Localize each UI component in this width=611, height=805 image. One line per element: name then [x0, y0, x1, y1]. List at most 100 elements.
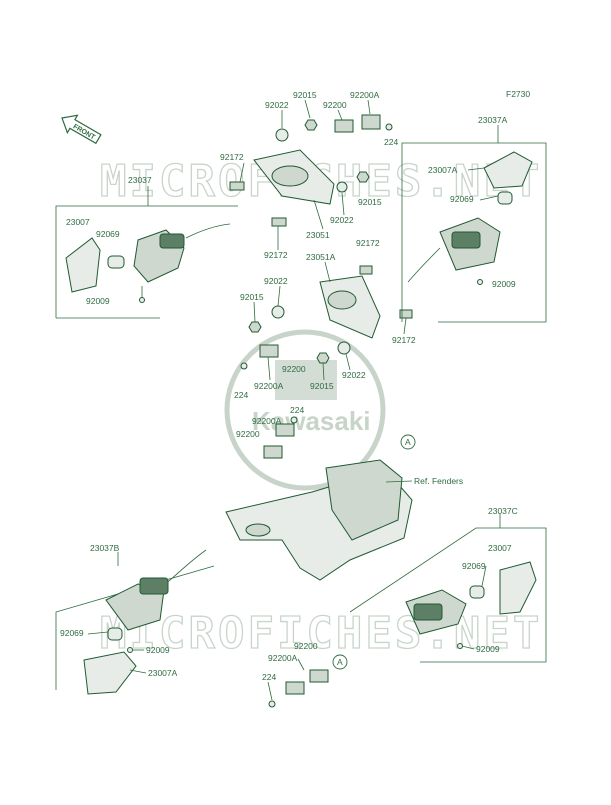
- label-92172-c: 92172: [356, 238, 380, 248]
- screw-92009-b: [477, 279, 483, 285]
- rear-fender-ref: [225, 459, 413, 581]
- clamp-92200-c: [263, 445, 283, 459]
- label-92200a: 92200A: [350, 90, 380, 100]
- label-23037: 23037: [128, 175, 152, 185]
- label-92069-c: 92069: [60, 628, 84, 638]
- label-92009-c: 92009: [146, 645, 170, 655]
- front-arrow-icon: FRONT: [61, 114, 102, 145]
- bolt-92172-c: [359, 265, 373, 275]
- label-92009: 92009: [86, 296, 110, 306]
- label-23007: 23007: [66, 217, 90, 227]
- bolt-92172-a: [229, 181, 245, 191]
- turn-signal-lens-23007-b: [499, 561, 537, 615]
- signal-housing-23037a: [407, 217, 501, 283]
- label-23051: 23051: [306, 230, 330, 240]
- label-92172: 92172: [220, 152, 244, 162]
- bulb-92069-c: [107, 627, 123, 641]
- svg-text:A: A: [337, 657, 343, 667]
- assembly-box-23037a: [401, 125, 547, 323]
- screw-224-c: [290, 416, 298, 424]
- label-92200a-d: 92200A: [268, 653, 298, 663]
- bulb-92069-b: [497, 191, 513, 205]
- screw-224-b: [240, 362, 248, 370]
- screw-92009-a: [139, 286, 145, 303]
- assembly-box-23037: [55, 186, 238, 319]
- bracket-23051: [253, 149, 335, 205]
- label-23037c: 23037C: [488, 506, 518, 516]
- label-92022-d: 92022: [342, 370, 366, 380]
- kawasaki-logo-watermark: Kawasaki: [224, 329, 386, 491]
- screw-224-a: [385, 123, 393, 131]
- washer-92022-c: [271, 305, 285, 319]
- label-23007a-b: 23007A: [148, 668, 178, 678]
- assembly-box-23037c: [349, 514, 547, 663]
- svg-text:MICROFICHES.NET: MICROFICHES.NET: [100, 608, 542, 659]
- washer-92022-a: [275, 128, 289, 142]
- label-92200a-c: 92200A: [252, 416, 282, 426]
- label-92009-b: 92009: [492, 279, 516, 289]
- leader-lines: [87, 99, 499, 701]
- label-23051a: 23051A: [306, 252, 336, 262]
- bracket-23051a: [319, 275, 381, 339]
- screw-92009-d: [457, 643, 463, 649]
- label-23007-b: 23007: [488, 543, 512, 553]
- label-92009-d: 92009: [476, 644, 500, 654]
- label-92200: 92200: [323, 100, 347, 110]
- label-224-c: 224: [290, 405, 304, 415]
- ref-marker-a: A: [400, 434, 416, 450]
- label-92172-b: 92172: [264, 250, 288, 260]
- clamp-92200a-c: [275, 423, 295, 437]
- label-92015-b: 92015: [358, 197, 382, 207]
- svg-text:Kawasaki: Kawasaki: [252, 406, 371, 436]
- watermark-bottom: MICROFICHES.NET: [99, 607, 542, 659]
- nut-92015-d: [316, 352, 330, 364]
- label-92200-b: 92200: [282, 364, 306, 374]
- nut-92015-a: [304, 119, 318, 131]
- signal-housing-23037c: [405, 589, 467, 635]
- label-92069: 92069: [96, 229, 120, 239]
- label-23037b: 23037B: [90, 543, 120, 553]
- ref-fenders-label: Ref. Fenders: [414, 476, 463, 486]
- callouts: 92015 92022 92200 92200A 224 92172 23037…: [60, 90, 518, 682]
- signal-housing-23037: [133, 223, 231, 283]
- label-92069-b: 92069: [450, 194, 474, 204]
- label-92015-c: 92015: [240, 292, 264, 302]
- label-92022: 92022: [265, 100, 289, 110]
- bulb-92069-a: [107, 255, 125, 269]
- clamp-92200a-a: [361, 114, 381, 130]
- bolt-92172-b: [271, 217, 287, 227]
- label-92015-d: 92015: [310, 381, 334, 391]
- ref-leader: [385, 480, 413, 483]
- clamp-92200a-d: [285, 681, 305, 695]
- bulb-92069-d: [469, 585, 485, 599]
- label-92200a-b: 92200A: [254, 381, 284, 391]
- label-23007a: 23007A: [428, 165, 458, 175]
- label-23037a: 23037A: [478, 115, 508, 125]
- label-92069-d: 92069: [462, 561, 486, 571]
- nut-92015-b: [356, 171, 370, 183]
- screw-92009-c: [127, 647, 133, 653]
- turn-signal-lens-23007a-b: [83, 651, 137, 695]
- label-92022-c: 92022: [264, 276, 288, 286]
- turn-signal-lens-23007a: [483, 151, 533, 189]
- washer-92022-d: [337, 341, 351, 355]
- signal-housing-23037b: [105, 549, 207, 631]
- screw-224-d: [268, 700, 276, 708]
- label-92172-d: 92172: [392, 335, 416, 345]
- clamp-92200-d: [309, 669, 329, 683]
- label-92022-b: 92022: [330, 215, 354, 225]
- label-224: 224: [384, 137, 398, 147]
- label-224-d: 224: [262, 672, 276, 682]
- label-92015: 92015: [293, 90, 317, 100]
- washer-92022-b: [336, 181, 348, 193]
- svg-text:A: A: [405, 437, 411, 447]
- label-92200-d: 92200: [294, 641, 318, 651]
- label-92200-c: 92200: [236, 429, 260, 439]
- label-224-b: 224: [234, 390, 248, 400]
- ref-marker-a-2: A: [332, 654, 348, 670]
- nut-92015-c: [248, 321, 262, 333]
- clamp-92200-b: [259, 344, 279, 358]
- turn-signal-lens-23007: [65, 237, 101, 293]
- figure-code: F2730: [506, 89, 530, 99]
